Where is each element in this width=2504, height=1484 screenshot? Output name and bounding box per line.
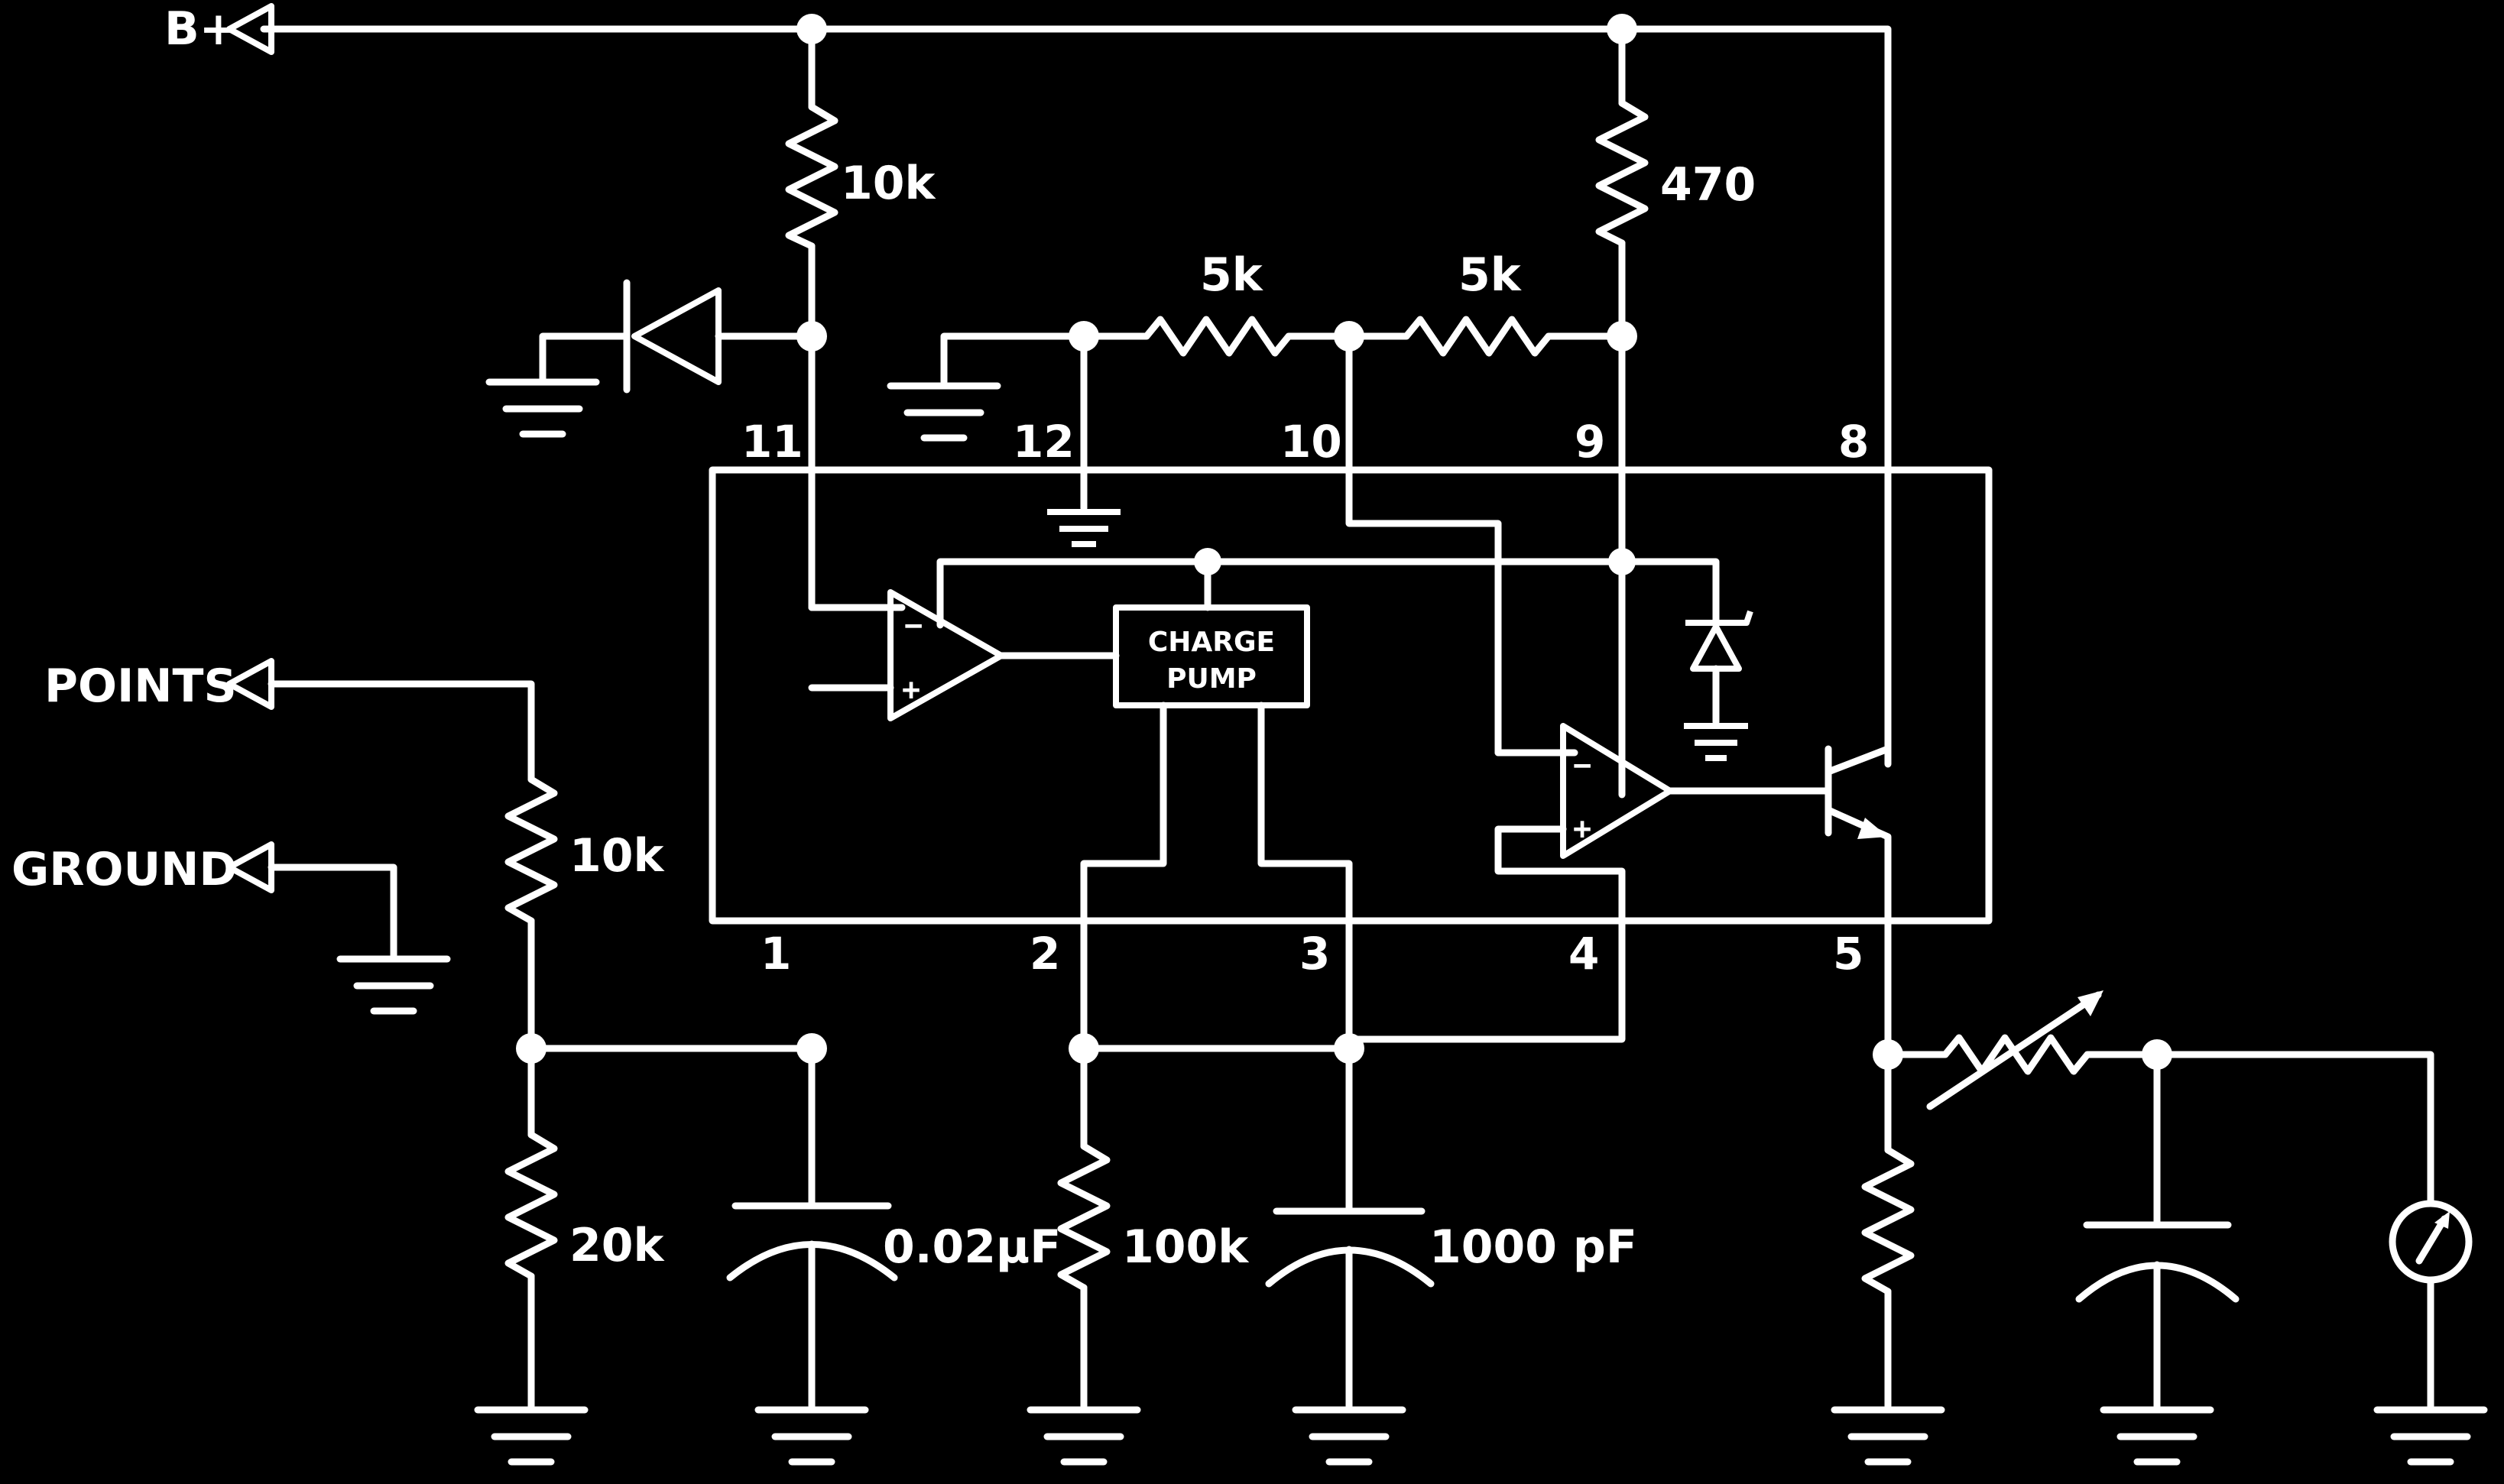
- label-r-input: 10k: [569, 829, 665, 883]
- ground-symbol-internal: [1047, 509, 1121, 547]
- capacitor-pin3: [1265, 1051, 1435, 1466]
- comparator-minus: −: [904, 608, 923, 643]
- pin-12: 12: [1013, 416, 1075, 468]
- label-r-supply-left: 10k: [841, 157, 936, 210]
- output-comparator: [1345, 723, 1831, 1043]
- resistor-output-load: [1861, 1146, 1915, 1295]
- output-comparator-minus: −: [1573, 748, 1591, 783]
- output-network: [1831, 990, 2488, 1466]
- output-transistor: [1824, 745, 1892, 1058]
- label-r-div-a: 5k: [1200, 248, 1264, 302]
- resistor-470: [1595, 99, 1649, 247]
- right-supply-branch: [1595, 25, 1649, 799]
- divider-network: [887, 316, 1626, 757]
- label-r-pin2: 100k: [1122, 1220, 1250, 1274]
- label-c-pin1: 0.02μF: [883, 1220, 1061, 1274]
- resistor-10k-input: [504, 776, 558, 925]
- points-label: POINTS: [44, 659, 237, 713]
- input-comparator: [808, 558, 1626, 721]
- comparator-plus: +: [902, 672, 920, 708]
- capacitor-pin1: [726, 1045, 898, 1466]
- resistor-pin2: [1027, 1045, 1353, 1466]
- resistor-5k-a: [1080, 316, 1353, 357]
- resistor-20k: [504, 1131, 558, 1280]
- resistor-5k-b: [1345, 316, 1626, 357]
- ground-input: [226, 841, 451, 1015]
- supply-label: B+: [164, 2, 238, 56]
- output-comparator-plus: +: [1573, 812, 1591, 847]
- ground-symbol: [474, 1406, 589, 1466]
- pin-11: 11: [741, 416, 803, 468]
- pin-4: 4: [1568, 928, 1599, 980]
- diode: [631, 287, 722, 385]
- label-r-div-b: 5k: [1458, 248, 1523, 302]
- pin-1: 1: [761, 928, 791, 980]
- resistor-10k-supply: [785, 103, 838, 250]
- pin-2: 2: [1030, 928, 1060, 980]
- ground-symbol: [887, 382, 1001, 442]
- charge-pump-block: [1080, 604, 1353, 1058]
- label-c-pin3: 1000 pF: [1429, 1220, 1637, 1274]
- points-input: [226, 658, 816, 1466]
- left-supply-branch: [485, 25, 906, 611]
- variable-resistor: [1884, 1034, 2161, 1075]
- ground-symbol: [485, 378, 600, 438]
- pin-3: 3: [1299, 928, 1330, 980]
- label-r-input-bottom: 20k: [569, 1219, 665, 1272]
- junction-dots: [516, 14, 2172, 1070]
- charge-pump-label-1: CHARGE: [1148, 627, 1275, 658]
- pin-9: 9: [1575, 416, 1605, 468]
- ground-label: GROUND: [11, 843, 237, 896]
- label-r-supply-right: 470: [1660, 158, 1756, 212]
- pin-8: 8: [1838, 416, 1869, 468]
- zener-diode: [1618, 558, 1753, 761]
- charge-pump-label-2: PUMP: [1166, 663, 1257, 695]
- pin-10: 10: [1280, 416, 1342, 468]
- pin-5: 5: [1833, 928, 1863, 980]
